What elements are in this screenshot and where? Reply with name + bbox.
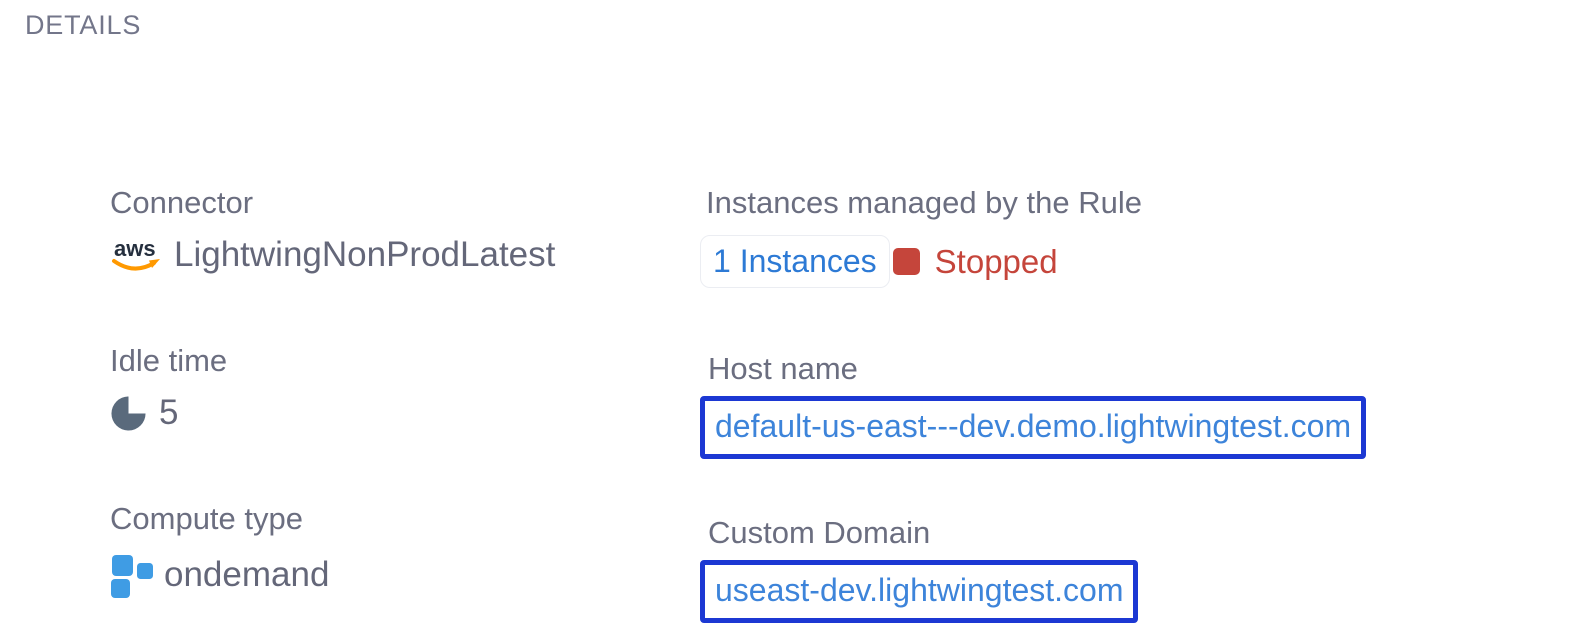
field-host-name: Host name default-us-east---dev.demo.lig… [700, 350, 1367, 459]
custom-domain-label: Custom Domain [708, 515, 931, 550]
field-connector: Connector aws LightwingNonProdLatest [110, 184, 555, 275]
compute-type-value: ondemand [164, 555, 330, 594]
connector-label: Connector [110, 185, 254, 220]
idle-time-value: 5 [159, 393, 179, 432]
idle-time-label: Idle time [110, 343, 228, 378]
aws-logo-icon: aws [110, 235, 164, 275]
compute-type-label: Compute type [110, 501, 303, 536]
connector-value: LightwingNonProdLatest [174, 235, 556, 274]
instances-count-link[interactable]: 1 Instances [700, 235, 890, 288]
stopped-square-icon [892, 248, 920, 275]
svg-text:aws: aws [114, 236, 156, 261]
host-name-link[interactable]: default-us-east---dev.demo.lightwingtest… [700, 396, 1367, 459]
section-title: DETAILS [25, 10, 142, 40]
idle-pie-timer-icon [110, 394, 147, 432]
field-instances: Instances managed by the Rule 1 Instance… [700, 184, 1142, 288]
field-compute-type: Compute type ondemand [110, 500, 329, 599]
field-custom-domain: Custom Domain useast-dev.lightwingtest.c… [700, 514, 1139, 623]
custom-domain-link[interactable]: useast-dev.lightwingtest.com [700, 560, 1139, 623]
compute-squares-icon [110, 551, 154, 599]
field-idle-time: Idle time 5 [110, 342, 227, 433]
instances-label: Instances managed by the Rule [706, 185, 1142, 220]
instances-status-label: Stopped [934, 242, 1058, 280]
host-name-label: Host name [708, 351, 858, 386]
